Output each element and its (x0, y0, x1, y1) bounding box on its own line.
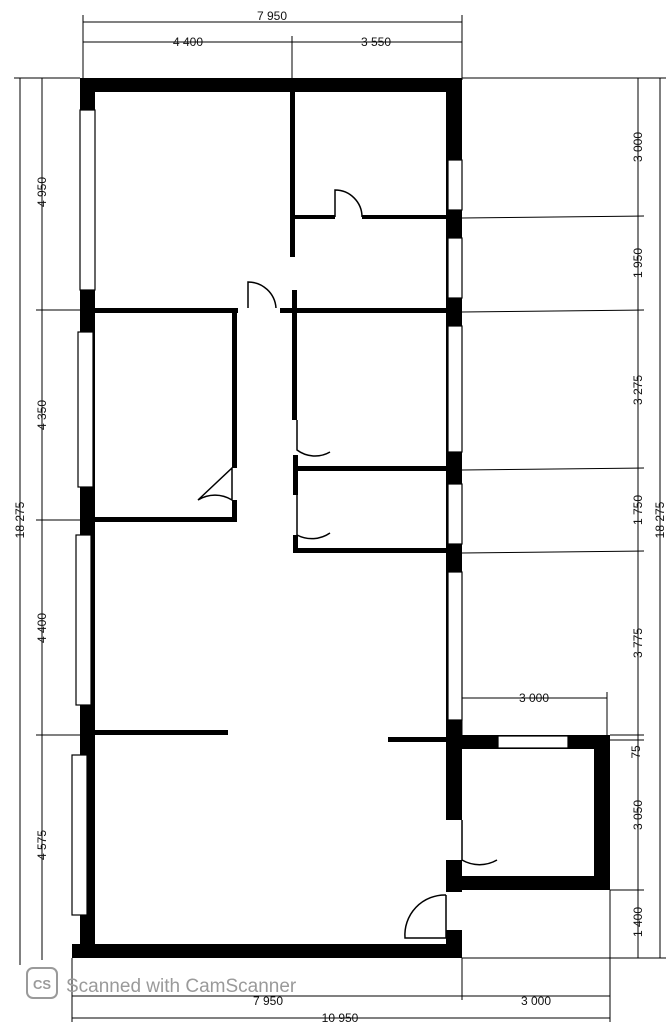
dim-bottom-left: 7 950 (253, 994, 283, 1008)
dim-left-total: 18 275 (13, 501, 27, 538)
dim-right-7: 1 400 (631, 907, 645, 937)
dim-right-0: 3 000 (631, 132, 645, 162)
dim-right-5: 75 (629, 745, 643, 759)
camscanner-watermark: CS Scanned with CamScanner (26, 967, 297, 999)
windows (71, 109, 569, 916)
dimension-lines (14, 15, 666, 1022)
camscanner-logo-icon (26, 967, 58, 999)
dim-left-1: 4 350 (35, 400, 49, 430)
doors (197, 189, 498, 939)
dim-left-3: 4 575 (35, 830, 49, 860)
dim-left-2: 4 400 (35, 613, 49, 643)
dim-right-6: 3 050 (631, 800, 645, 830)
walls (72, 78, 610, 958)
dim-bottom-total: 10 950 (322, 1011, 359, 1023)
dim-right-4: 3 775 (631, 628, 645, 658)
dim-right-total: 18 275 (653, 501, 667, 538)
dim-bottom-right: 3 000 (521, 994, 551, 1008)
dim-top-right: 3 550 (361, 35, 391, 49)
dim-right-3: 1 750 (631, 495, 645, 525)
dim-top-left: 4 400 (173, 35, 203, 49)
dim-left-0: 4 950 (35, 177, 49, 207)
dim-right-1: 1 950 (631, 248, 645, 278)
dim-top-total: 7 950 (257, 9, 287, 23)
dim-right-2: 3 275 (631, 375, 645, 405)
dim-annex-width: 3 000 (519, 691, 549, 705)
watermark-text: Scanned with CamScanner (66, 976, 297, 997)
camscanner-logo-text: CS (33, 977, 51, 992)
